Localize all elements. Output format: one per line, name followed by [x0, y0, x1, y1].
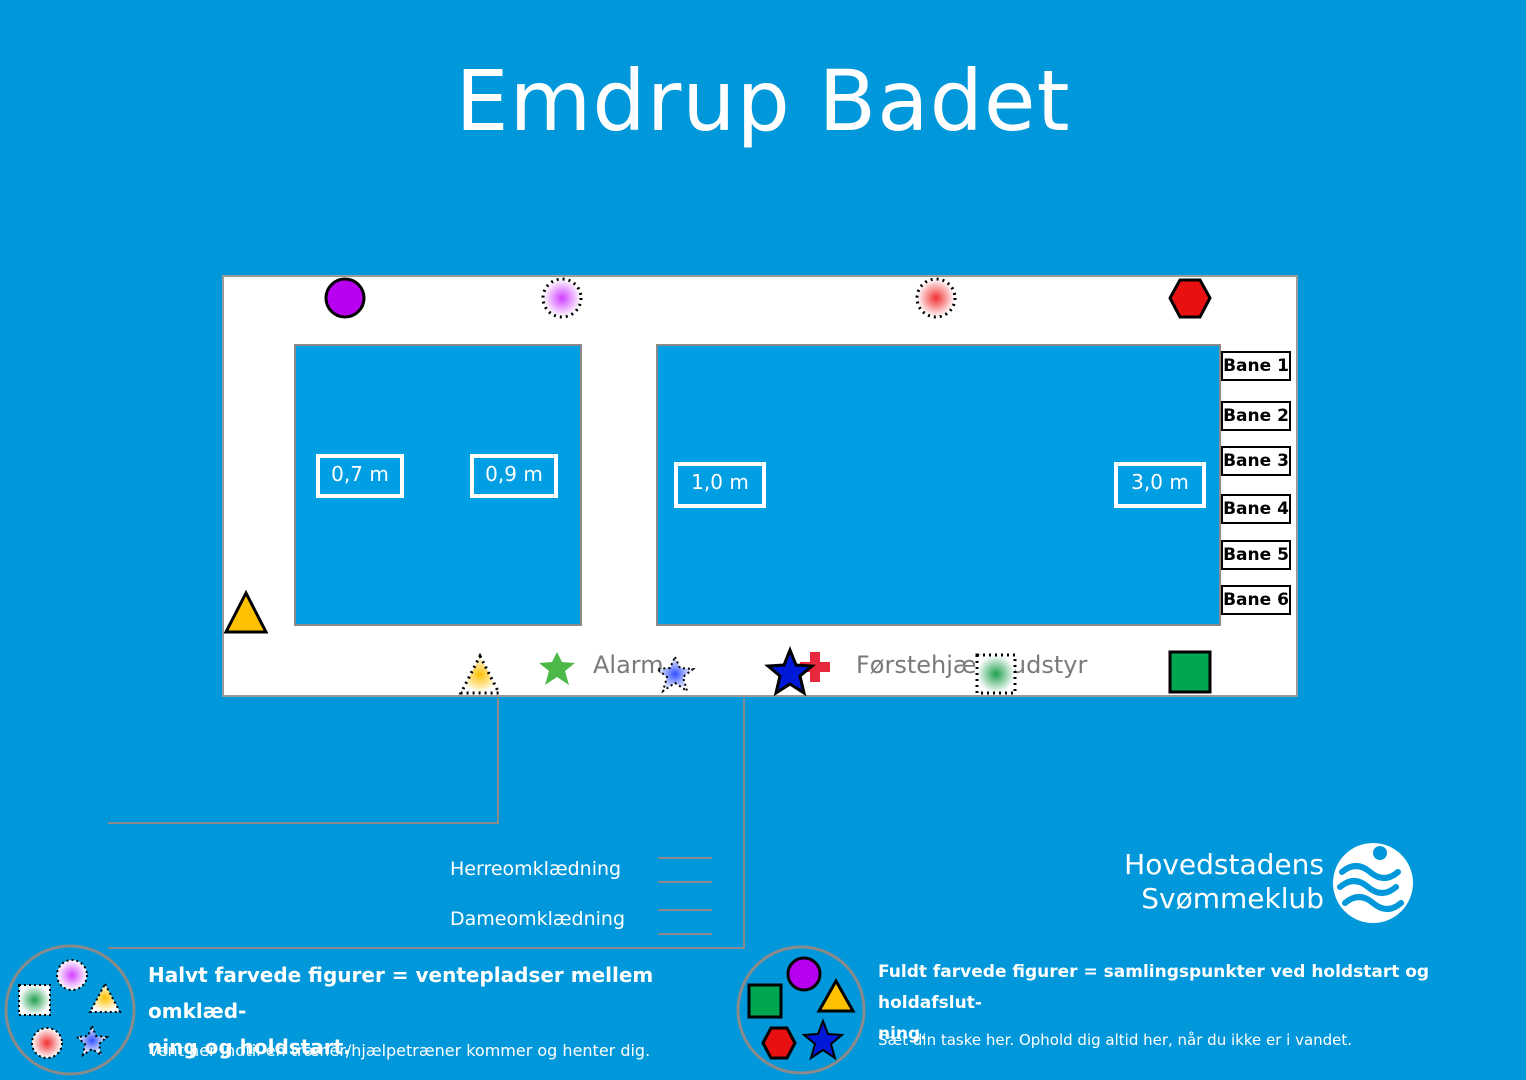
lane-1-label: Bane 1	[1221, 351, 1291, 381]
legend-yellow-triangle-half-icon	[88, 981, 122, 1013]
legend-purple-circle-half-icon	[56, 959, 88, 991]
legend-red-hexagon-full-icon	[761, 1026, 797, 1060]
green-square-full-icon	[1168, 650, 1212, 694]
mens-changing-room-label: Herreomklædning	[450, 858, 622, 880]
yellow-triangle-half-icon	[458, 652, 502, 695]
green-square-half-icon	[975, 653, 1017, 695]
legend-half-title-line2: ning og holdstart.	[148, 1035, 351, 1059]
legend-green-square-full-icon	[747, 983, 783, 1019]
first-aid-label: Førstehjælpsudstyr	[856, 651, 1088, 679]
legend-green-square-half-icon	[18, 984, 51, 1016]
lane-3-label: Bane 3	[1221, 446, 1291, 476]
womens-changing-room-label: Dameomklædning	[450, 908, 626, 930]
connector-lines	[108, 698, 745, 949]
legend-full-note: Sæt din taske her. Ophold dig altid her,…	[878, 1031, 1353, 1049]
legend-purple-circle-full-icon	[786, 956, 822, 992]
alarm-star-icon	[539, 652, 575, 685]
legend-full-title-line2: ning.	[878, 1024, 927, 1044]
legend-blue-star-half-icon	[74, 1023, 110, 1058]
legend-full-title: Fuldt farvede figurer = samlingspunkter …	[878, 957, 1518, 1050]
club-name: Hovedstadens Svømmeklub	[1100, 848, 1324, 916]
red-hexagon-full-icon	[1168, 278, 1212, 319]
bath-deck: 0,7 m 0,9 m 1,0 m 3,0 m Bane 1 Bane 2 Ba…	[222, 275, 1298, 697]
legend-blue-star-full-icon	[801, 1018, 845, 1061]
club-name-line2: Svømmeklub	[1141, 882, 1324, 915]
legend-half-shapes	[4, 944, 136, 1076]
red-circle-half-icon	[915, 277, 957, 319]
club-name-line1: Hovedstadens	[1124, 848, 1324, 881]
legend-full-shapes	[736, 945, 866, 1075]
blue-star-half-icon	[654, 654, 696, 694]
legend-full-title-line1: Fuldt farvede figurer = samlingspunkter …	[878, 962, 1430, 1013]
depth-label-0-7: 0,7 m	[316, 454, 404, 498]
legend-yellow-triangle-full-icon	[816, 977, 856, 1013]
purple-circle-half-icon	[541, 277, 583, 319]
lane-2-label: Bane 2	[1221, 401, 1291, 431]
purple-circle-full-icon	[324, 277, 366, 319]
legend-red-circle-half-icon	[31, 1027, 63, 1059]
depth-label-0-9: 0,9 m	[470, 454, 558, 498]
small-pool: 0,7 m 0,9 m	[294, 344, 582, 626]
legend-half-note: Vent her indtil en træner/hjælpetræner k…	[148, 1041, 651, 1060]
legend-half-title: Halvt farvede figurer = ventepladser mel…	[148, 957, 738, 1065]
large-pool: 1,0 m 3,0 m	[656, 344, 1221, 626]
legend-half-title-line1: Halvt farvede figurer = ventepladser mel…	[148, 963, 654, 1023]
depth-label-3-0: 3,0 m	[1114, 462, 1206, 508]
lane-6-label: Bane 6	[1221, 585, 1291, 615]
yellow-triangle-full-icon	[223, 589, 269, 634]
depth-label-1-0: 1,0 m	[674, 462, 766, 508]
club-logo-icon	[1333, 843, 1413, 923]
page-title: Emdrup Badet	[455, 52, 1071, 150]
lane-4-label: Bane 4	[1221, 494, 1291, 524]
alarm-label: Alarm	[593, 651, 664, 679]
lane-5-label: Bane 5	[1221, 540, 1291, 570]
first-aid-cross-icon	[800, 652, 830, 682]
blue-star-full-icon	[764, 645, 816, 697]
